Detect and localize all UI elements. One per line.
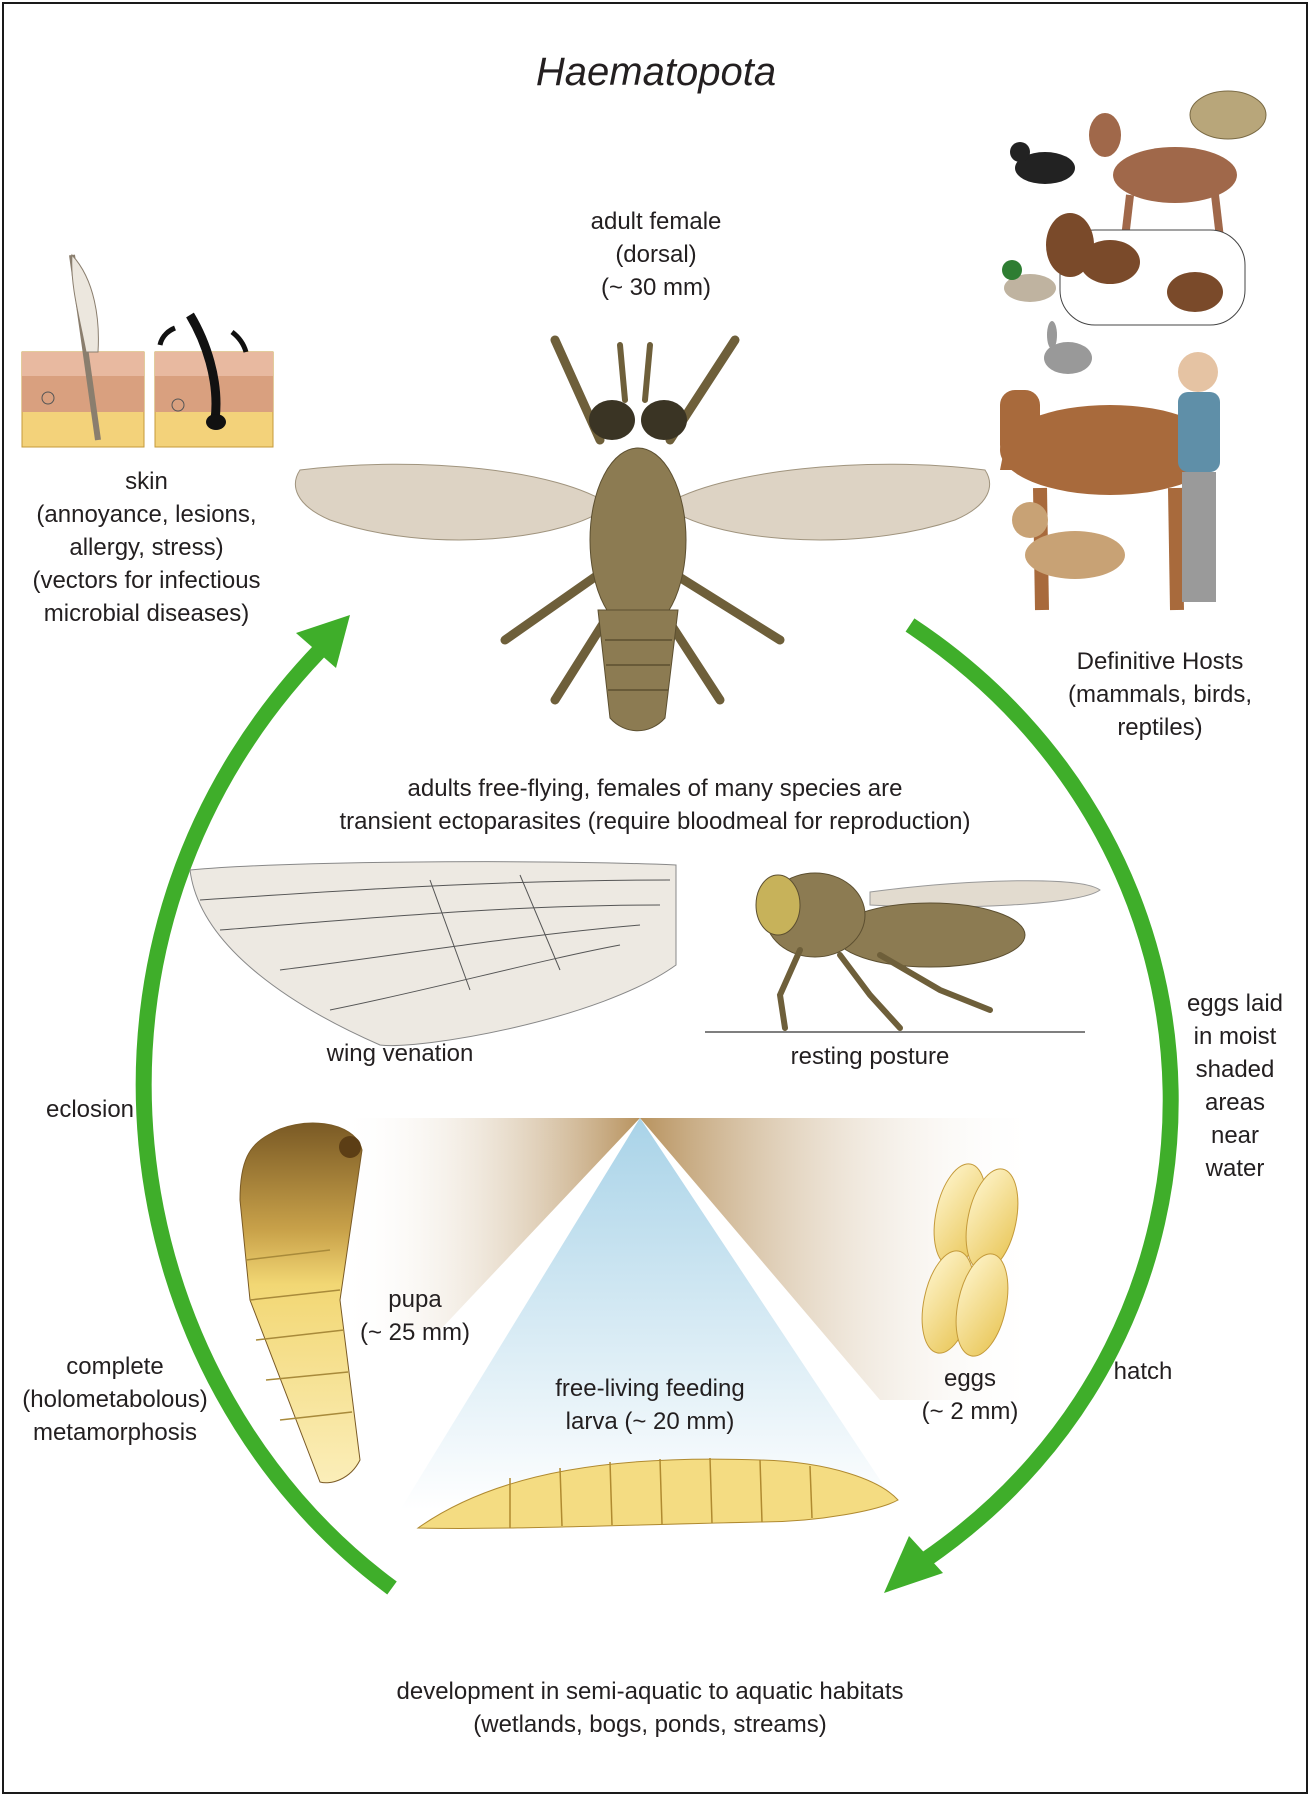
human-icon [1178,352,1220,602]
metamorphosis-label: complete (holometabolous) metamorphosis [10,1350,220,1449]
rabbit-icon [1044,321,1092,374]
host-animals [1000,91,1266,610]
wing-venation-label: wing venation [300,1037,500,1070]
development-label: development in semi-aquatic to aquatic h… [340,1675,960,1741]
definitive-hosts-label: Definitive Hosts (mammals, birds, reptil… [1040,645,1280,744]
duck-icon [1002,260,1056,302]
diagram-title: Haematopota [456,48,856,96]
larva-label: free-living feeding larva (~ 20 mm) [520,1372,780,1438]
resting-posture-label: resting posture [760,1040,980,1073]
crow-icon [1010,142,1075,184]
cycle-arrow-right [884,625,1171,1593]
eclosion-label: eclosion [20,1093,160,1126]
tortoise-icon [1190,91,1266,139]
eggs-laid-label: eggs laid in moist shaded areas near wat… [1175,987,1295,1185]
pupa-label: pupa (~ 25 mm) [340,1283,490,1349]
skin-effects-label: skin (annoyance, lesions, allergy, stres… [4,465,289,630]
adults-note-label: adults free-flying, females of many spec… [300,772,1010,838]
wing-venation-drawing [190,862,676,1046]
adult-fly-dorsal [295,340,989,731]
eggs-label: eggs (~ 2 mm) [895,1362,1045,1428]
dog-icon [1012,502,1125,579]
skin-illustration [22,255,273,447]
hatch-label: hatch [1093,1355,1193,1388]
adult-female-label: adult female (dorsal) (~ 30 mm) [521,205,791,304]
resting-fly-side [705,873,1100,1032]
